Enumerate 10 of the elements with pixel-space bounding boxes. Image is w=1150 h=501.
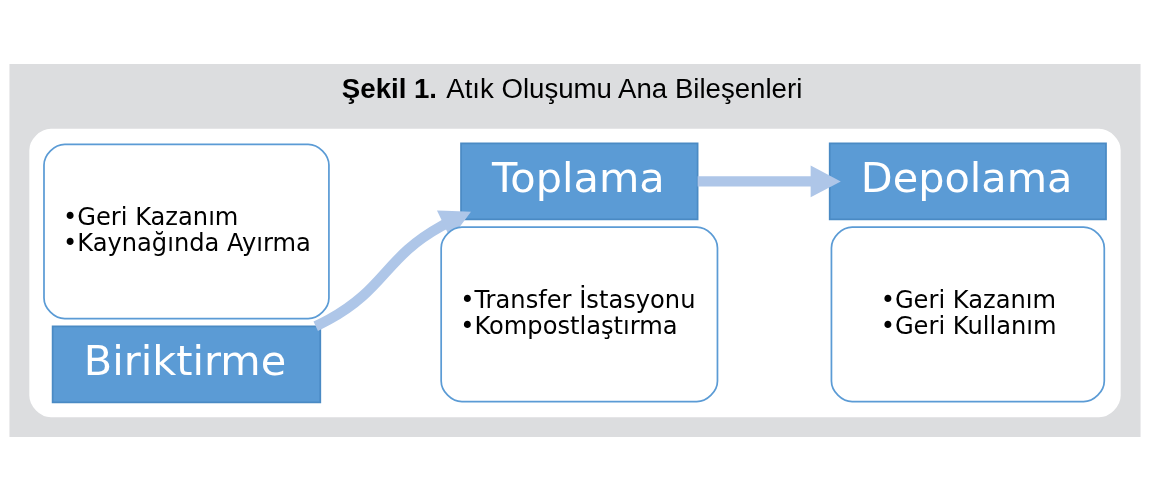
node-box: •Geri Kazanım •Kaynağında Ayırma	[43, 143, 330, 320]
arrow	[313, 210, 471, 331]
node-box: •Geri Kazanım •Geri Kullanım	[830, 226, 1106, 403]
node-box: •Transfer İstasyonu •Kompostlaştırma	[440, 226, 719, 403]
cluster	[29, 128, 1121, 418]
arrow	[697, 165, 841, 198]
node-box: Depolama	[828, 142, 1107, 221]
node-box: Toplama	[460, 142, 699, 221]
node-box: Biriktirme	[51, 325, 322, 404]
diagram-title: Şekil 1. Atık Oluşumu Ana Bileşenleri	[341, 73, 803, 105]
